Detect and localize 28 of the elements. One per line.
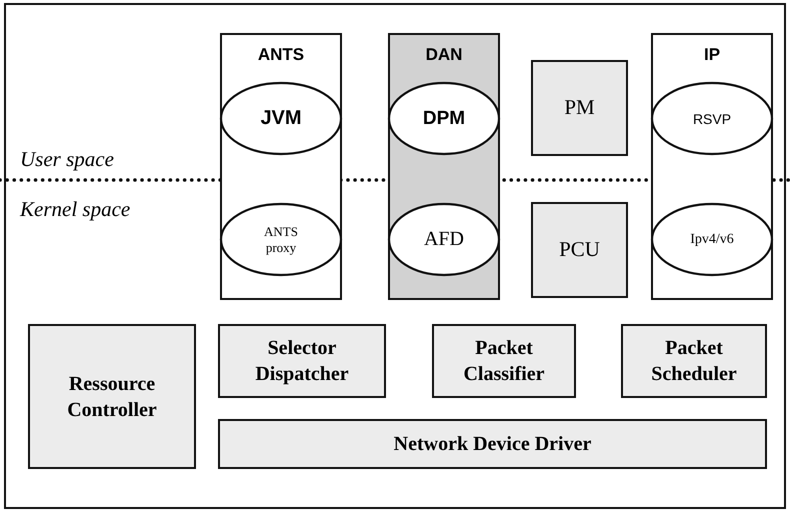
component-box [28, 324, 196, 469]
module-column [388, 33, 500, 300]
component-label: Ressource Controller [66, 372, 158, 422]
module-column [220, 33, 342, 300]
component-label: Ipv4/v6 [690, 232, 734, 248]
component-label: AFD [424, 228, 464, 251]
region-label: Kernel space [20, 197, 130, 222]
component-box [621, 324, 767, 398]
component-label: PM [564, 94, 595, 122]
component-box [531, 60, 628, 156]
component-box [218, 419, 767, 469]
component-label: PCU [559, 236, 600, 264]
component-box [531, 202, 628, 298]
module-heading: IP [702, 45, 722, 65]
component-label: Packet Classifier [462, 336, 546, 387]
component-box [218, 324, 386, 398]
component-label: RSVP [692, 110, 732, 126]
module-heading: ANTS [256, 45, 306, 65]
module-heading: DAN [424, 45, 464, 65]
component-label: Selector Dispatcher [254, 336, 350, 387]
component-label: Network Device Driver [394, 432, 592, 457]
component-label: Packet Scheduler [650, 336, 738, 387]
component-label: JVM [260, 107, 302, 130]
component-label: DPM [422, 108, 466, 130]
module-column [651, 33, 773, 300]
component-label: ANTS proxy [263, 224, 299, 256]
component-box [432, 324, 576, 398]
region-label: User space [20, 147, 114, 172]
